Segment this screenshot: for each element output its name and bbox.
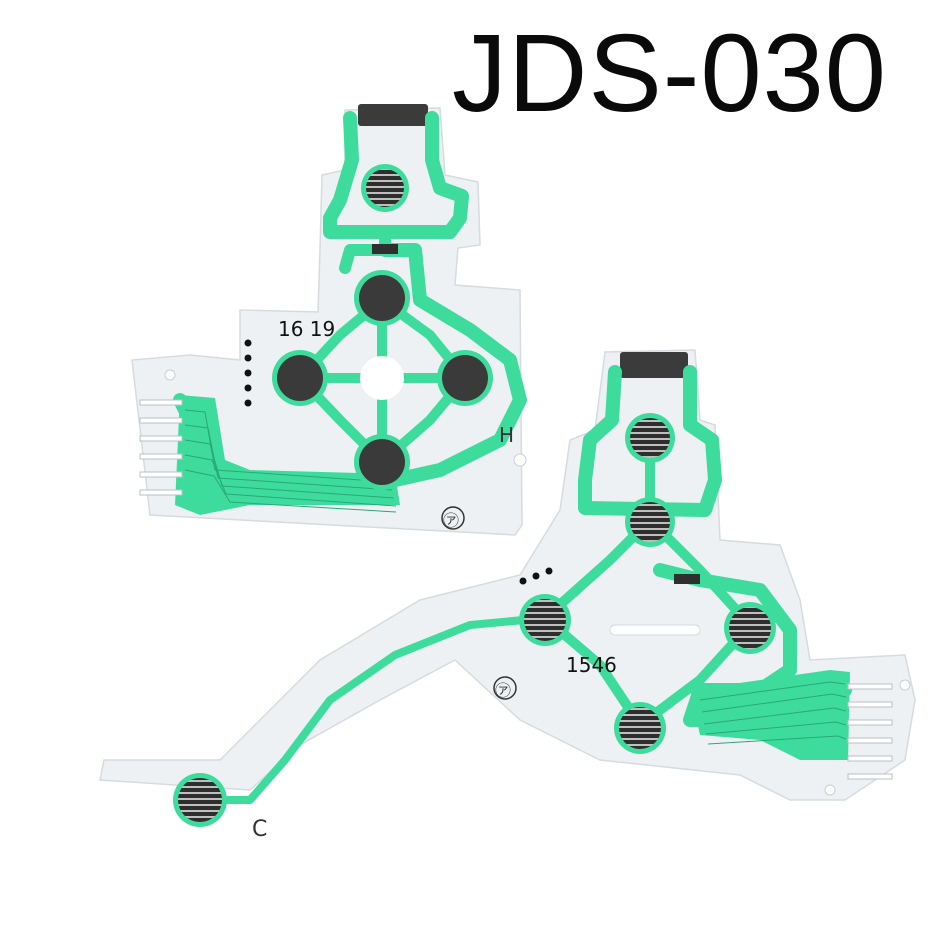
left-connector-tab [358, 104, 428, 126]
right-board-chip [674, 574, 700, 584]
right-board-code: 1546 [566, 653, 617, 677]
left-logo-glyph: ㋐ [443, 511, 459, 530]
left-ribbon-board: 16 19 H ㋐ [131, 104, 527, 536]
left-board-chip [372, 244, 398, 254]
model-title: JDS-030 [452, 12, 887, 135]
right-logo-icon [493, 676, 517, 700]
right-logo-glyph: ㋐ [495, 681, 511, 700]
left-ribbon-fan [175, 395, 400, 515]
left-board-marker: H [499, 423, 514, 447]
left-mount-hole [164, 369, 176, 381]
left-board-code: 16 19 [278, 317, 335, 341]
right-indicator-dots [519, 567, 553, 585]
right-slot [609, 624, 701, 636]
left-ribbon-lines [184, 409, 397, 513]
right-contact-pins [847, 683, 893, 780]
left-logo-icon [441, 506, 465, 530]
left-contact-pads [272, 164, 493, 490]
right-connector-tab [620, 352, 688, 378]
right-board-marker: C [252, 817, 267, 842]
right-ribbon-lines [699, 681, 847, 745]
left-indicator-dots [244, 339, 252, 407]
left-contact-pins [139, 399, 183, 496]
left-mount-hole [513, 453, 527, 467]
right-ribbon-board: 1546 C ㋐ [99, 349, 916, 842]
right-mount-hole [824, 784, 836, 796]
right-contact-pads [173, 413, 776, 827]
right-mount-hole [899, 679, 911, 691]
